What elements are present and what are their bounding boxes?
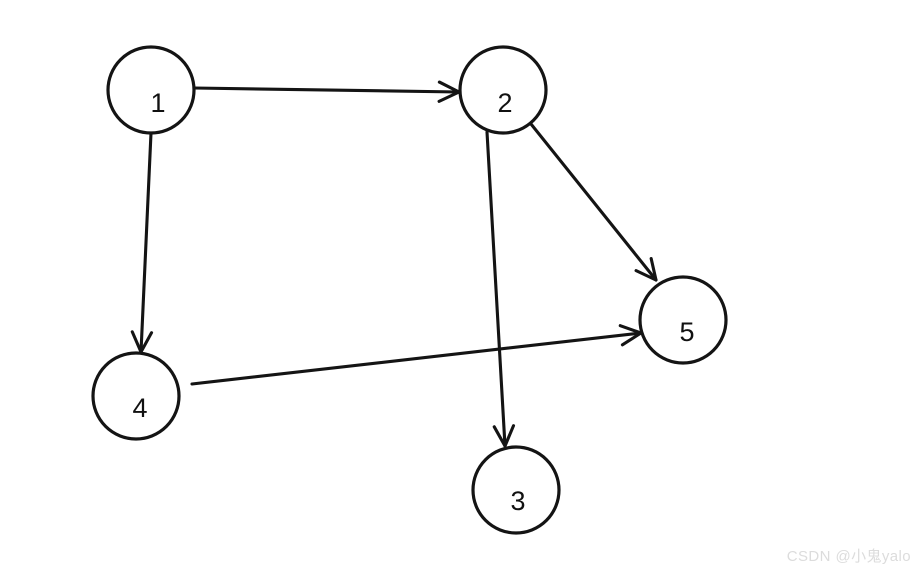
edge-line bbox=[192, 86, 461, 94]
node-5[interactable]: 5 bbox=[638, 275, 728, 365]
edge-1-to-4 bbox=[130, 131, 154, 354]
edges-layer bbox=[130, 80, 658, 448]
node-1[interactable]: 1 bbox=[106, 45, 196, 135]
node-2[interactable]: 2 bbox=[458, 45, 548, 135]
edge-1-to-2 bbox=[192, 80, 461, 103]
node-label: 3 bbox=[510, 486, 525, 516]
node-label: 4 bbox=[132, 393, 147, 423]
node-3[interactable]: 3 bbox=[471, 445, 561, 535]
edge-line bbox=[485, 130, 507, 448]
edge-2-to-5 bbox=[529, 122, 658, 282]
node-4[interactable]: 4 bbox=[91, 351, 181, 441]
node-label: 2 bbox=[497, 88, 512, 118]
arrowhead-icon bbox=[634, 256, 658, 282]
node-circle[interactable] bbox=[471, 445, 561, 535]
node-circle[interactable] bbox=[638, 275, 728, 365]
nodes-layer: 1 2 3 4 5 bbox=[91, 45, 728, 535]
node-label: 1 bbox=[150, 88, 165, 118]
node-circle[interactable] bbox=[91, 351, 181, 441]
node-circle[interactable] bbox=[458, 45, 548, 135]
edge-line bbox=[529, 122, 658, 282]
edge-2-to-3 bbox=[485, 130, 516, 448]
edge-line bbox=[190, 331, 643, 386]
node-circle[interactable] bbox=[106, 45, 196, 135]
edge-4-to-5 bbox=[190, 324, 643, 386]
node-label: 5 bbox=[679, 317, 694, 347]
csdn-watermark: CSDN @小鬼yalo bbox=[786, 548, 911, 565]
edge-line bbox=[139, 131, 153, 354]
arrowhead-icon bbox=[492, 424, 516, 448]
